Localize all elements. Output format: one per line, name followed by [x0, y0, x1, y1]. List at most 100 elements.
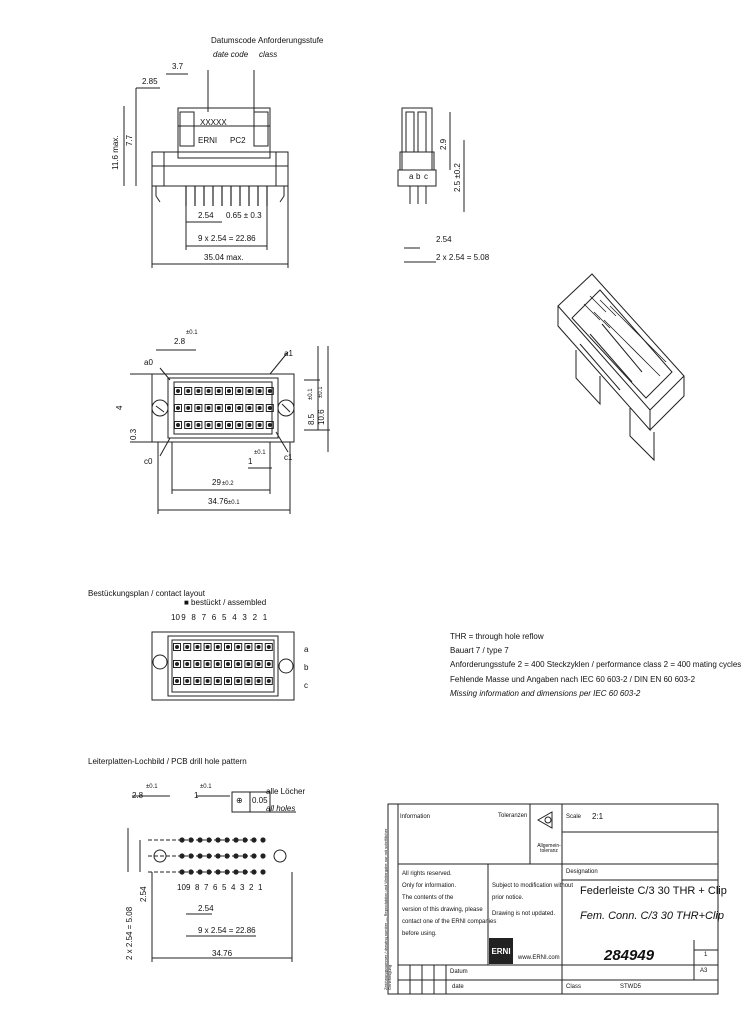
pcb-hole — [188, 837, 194, 843]
top-view-contact-dot — [257, 406, 262, 410]
end-col-a: a — [409, 172, 414, 181]
layout-contact — [254, 660, 263, 668]
tolerances-label: Toleranzen — [498, 813, 528, 819]
end-col-c: c — [424, 172, 428, 181]
pcb-hole — [197, 853, 203, 859]
top-view-contact — [204, 421, 213, 429]
side-view — [123, 70, 289, 268]
end-col-b: b — [416, 172, 421, 181]
layout-contact-dot — [246, 662, 251, 666]
top-view-contact-dot — [186, 423, 191, 427]
layout-contact-dot — [175, 645, 179, 649]
rights-6: before using. — [402, 931, 437, 937]
top-dim-8-5-tol: ±0.1 — [308, 388, 314, 400]
layout-contact — [264, 677, 273, 685]
layout-contact — [234, 643, 243, 651]
top-view-contact-dot — [247, 423, 252, 427]
pcb-col-6: 6 — [213, 883, 218, 892]
title-en: Fem. Conn. C/3 30 THR+Clip — [580, 910, 724, 922]
top-view-contact — [265, 421, 274, 429]
pcb-hole — [206, 853, 212, 859]
pcb-pattern-view — [127, 791, 296, 962]
layout-col-6: 6 — [211, 613, 217, 622]
pcb-hole — [206, 869, 212, 875]
row-b-label: b — [304, 663, 309, 672]
layout-contact — [254, 643, 263, 651]
layout-contact — [193, 677, 202, 685]
pcb-hole — [206, 837, 212, 843]
marking-brand: ERNI — [198, 136, 218, 145]
layout-contact-dot — [215, 645, 220, 649]
top-view-contact — [174, 404, 182, 412]
contact-layout-title: Bestückungsplan / contact layout — [88, 589, 205, 598]
part-number: 284949 — [604, 947, 655, 964]
pcb-hole — [215, 869, 221, 875]
subject-3: Drawing is not updated. — [492, 911, 556, 917]
rights-1: All rights reserved. — [402, 871, 452, 877]
layout-contact-dot — [226, 662, 230, 666]
layout-col-3: 3 — [242, 613, 247, 622]
top-dim-2-8-tol: ±0.1 — [186, 330, 198, 336]
title-side-note: Zeichnungsnummer / drawing number — Repr… — [383, 828, 392, 990]
datecode-label: Datumscode — [211, 36, 256, 45]
status-value: STWD5 — [620, 984, 641, 990]
top-dim-1: 1 — [248, 457, 253, 466]
pcb-hole — [179, 853, 185, 859]
layout-contact-dot — [256, 679, 261, 683]
pcb-all-holes-en: all holes — [266, 804, 296, 813]
top-view-contact — [225, 404, 233, 412]
pcb-dim-34-76: 34.76 — [212, 949, 233, 958]
layout-contact-dot — [266, 679, 271, 683]
layout-contact — [173, 643, 181, 651]
scale-value: 2:1 — [592, 812, 604, 821]
contact-layout-pin-grid — [173, 643, 273, 685]
end-view — [397, 107, 465, 263]
layout-contact-dot — [195, 645, 200, 649]
layout-contact-dot — [246, 679, 251, 683]
layout-col-2: 2 — [252, 613, 258, 622]
top-view-contact-dot — [237, 423, 242, 427]
layout-contact-dot — [185, 662, 190, 666]
top-view-contact — [214, 404, 223, 412]
top-dim-29: 29 — [212, 478, 221, 487]
pcb-hole — [188, 869, 194, 875]
dim-2-54: 2.54 — [198, 211, 214, 220]
contact-layout-legend: ■ bestückt / assembled — [184, 598, 267, 607]
top-view-contact — [235, 421, 244, 429]
layout-contact-dot — [256, 662, 261, 666]
top-view-contact-dot — [176, 423, 180, 427]
label-a1: a1 — [284, 349, 293, 358]
layout-contact-dot — [236, 645, 241, 649]
rights-5: contact one of the ERNI companies — [402, 919, 497, 925]
title-de: Federleiste C/3 30 THR + Clip — [580, 885, 727, 897]
top-view-contact-dot — [247, 389, 252, 393]
layout-contact-dot — [226, 679, 230, 683]
top-view-contact — [255, 404, 264, 412]
top-view-contact-dot — [206, 406, 211, 410]
top-view-contact — [194, 404, 203, 412]
designation-label: Designation — [566, 869, 598, 875]
top-view-contact-dot — [196, 406, 201, 410]
row-a-label: a — [304, 645, 309, 654]
top-view-contact-dot — [267, 423, 272, 427]
top-dim-1-tol: ±0.1 — [254, 450, 266, 456]
layout-contact — [234, 677, 243, 685]
layout-contact — [254, 677, 263, 685]
top-view-contact-dot — [206, 423, 211, 427]
layout-contact — [213, 643, 222, 651]
top-view-contact — [225, 387, 233, 395]
top-view-contact — [255, 421, 264, 429]
subject-2: prior notice. — [492, 895, 524, 901]
top-view-contact — [245, 387, 254, 395]
marking-code: XXXXX — [200, 118, 227, 127]
end-dim-2x2-54: 2 x 2.54 = 5.08 — [436, 253, 490, 262]
layout-contact — [213, 660, 222, 668]
pcb-col-4: 4 — [231, 883, 236, 892]
marking-class: PC2 — [230, 136, 246, 145]
pcb-hole — [179, 837, 185, 843]
layout-contact-dot — [246, 645, 251, 649]
pcb-hole — [215, 837, 221, 843]
pcb-dim-1-tol: ±0.1 — [200, 784, 212, 790]
pcb-dim-2x2-54: 2 x 2.54 = 5.08 — [125, 906, 134, 960]
top-view-contact-dot — [237, 389, 242, 393]
